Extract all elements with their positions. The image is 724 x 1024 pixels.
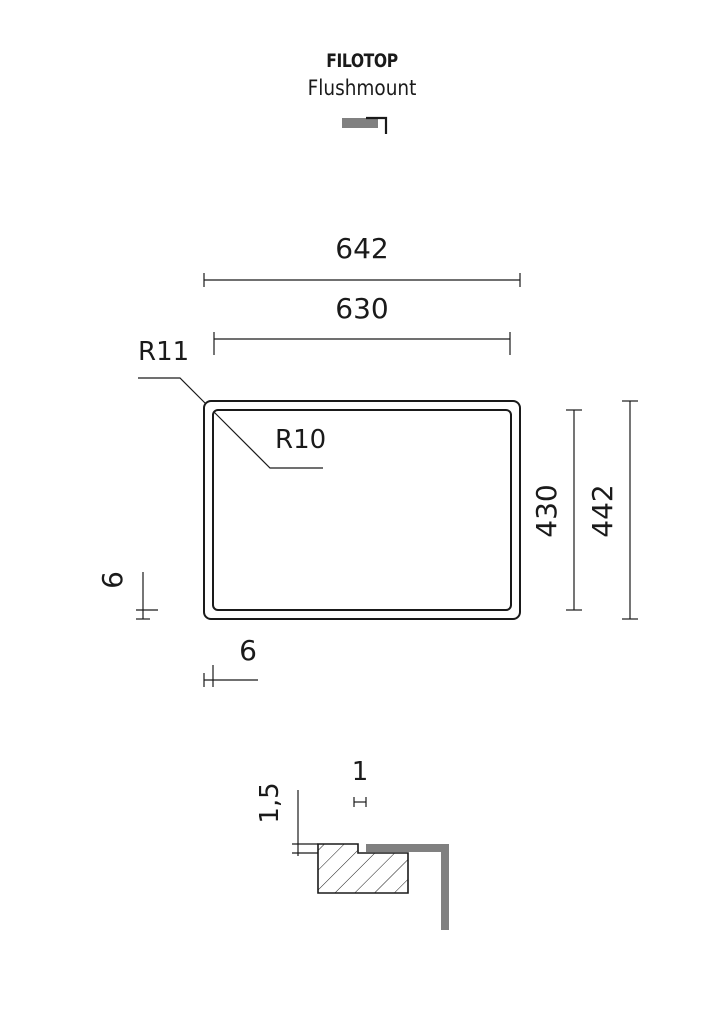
product-title: FILOTOP (326, 50, 398, 72)
step-width-label: 1 (352, 757, 369, 787)
outer-radius-label: R11 (138, 337, 189, 367)
rim-horizontal-label: 6 (239, 634, 257, 667)
flushmount-profile-icon (342, 116, 388, 134)
inner-width-dimension: 630 (213, 292, 511, 355)
inner-height-dimension: 430 (530, 409, 582, 611)
sink-top-view (203, 400, 521, 620)
rim-vertical-label: 6 (96, 571, 129, 589)
inner-radius-callout: R10 (213, 411, 326, 469)
header: FILOTOP Flushmount (0, 50, 724, 100)
inner-height-label: 430 (530, 484, 563, 537)
rim-vertical-dimension: 6 (96, 571, 158, 620)
outer-height-label: 442 (586, 484, 619, 537)
worktop-section (317, 843, 409, 894)
outer-rim (203, 400, 521, 620)
inner-bowl (212, 409, 512, 611)
outer-height-dimension: 442 (586, 400, 638, 620)
inner-width-label: 630 (335, 292, 388, 325)
sink-rim-profile (366, 844, 449, 930)
section-view: 1,5 1 (255, 757, 449, 930)
inner-radius-label: R10 (275, 425, 326, 455)
step-height-label: 1,5 (255, 782, 285, 823)
outer-width-dimension: 642 (203, 232, 521, 287)
rim-horizontal-dimension: 6 (203, 634, 258, 687)
product-subtitle: Flushmount (307, 76, 417, 100)
outer-width-label: 642 (335, 232, 388, 265)
outer-radius-callout: R11 (138, 337, 207, 405)
